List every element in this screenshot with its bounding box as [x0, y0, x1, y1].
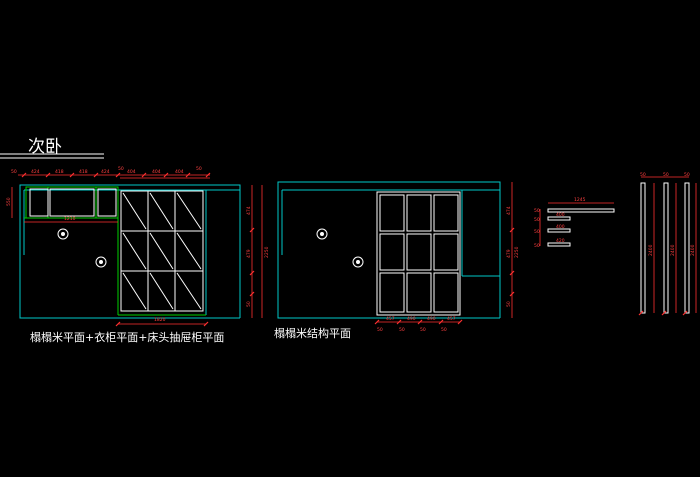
dim-plan-right: 474 — [246, 206, 252, 215]
dim-board-top: 50 — [640, 172, 646, 178]
dim-struct-bottom: 490 — [427, 316, 436, 322]
dim-plan-top-right: 50 — [196, 166, 202, 172]
dim-board-side: 2400 — [648, 244, 654, 256]
dim-plan-top-right: 404 — [127, 169, 136, 175]
dim-parts-left: 50 — [534, 208, 540, 214]
plan-lights — [57, 228, 107, 268]
dim-part: 400 — [556, 212, 565, 218]
dim-board-side: 2400 — [690, 244, 696, 256]
dimension-ticks — [21, 172, 688, 327]
struct-frame — [376, 191, 461, 316]
dim-plan-top: 424 — [101, 169, 110, 175]
dim-part: 400 — [556, 224, 565, 230]
room-title: 次卧 — [28, 137, 62, 157]
dim-struct-bottom: 457 — [386, 316, 395, 322]
plan-walls — [19, 184, 241, 319]
dim-struct-right: 50 — [506, 301, 512, 307]
dim-plan-right: 479 — [246, 249, 252, 258]
title-underline — [0, 153, 104, 159]
dim-parts-left: 50 — [534, 229, 540, 235]
dim-plan-top: 50 — [11, 169, 17, 175]
struct-walls — [277, 181, 501, 319]
dim-plan-top: 50 — [118, 166, 124, 172]
dim-parts-left: 50 — [534, 217, 540, 223]
dim-board-top: 50 — [663, 172, 669, 178]
parts-detail — [547, 208, 615, 247]
plan-cabinets — [24, 186, 206, 316]
dim-struct-bottom: 457 — [447, 316, 456, 322]
dim-board-side: 2400 — [670, 244, 676, 256]
structure-caption: 榻榻米结构平面 — [274, 327, 351, 340]
dim-struct-right: 2250 — [514, 246, 520, 258]
dim-struct-bottom-small: 50 — [420, 327, 426, 333]
dim-plan-inner: 1210 — [64, 216, 76, 222]
dimension-lines — [11, 174, 697, 325]
dim-parts-left: 50 — [534, 243, 540, 249]
dim-parts-top: 1245 — [574, 197, 586, 203]
boards — [640, 182, 690, 314]
dim-part: 420 — [556, 238, 565, 244]
dim-struct-right: 479 — [506, 249, 512, 258]
plan-caption: 榻榻米平面+衣柜平面+床头抽屉柜平面 — [30, 331, 225, 344]
dim-plan-bottom: 1820 — [154, 317, 166, 323]
plan-tatami-grid — [29, 188, 204, 312]
dim-plan-top: 424 — [31, 169, 40, 175]
struct-lights — [316, 228, 364, 268]
dim-struct-right: 474 — [506, 206, 512, 215]
dim-struct-bottom-small: 50 — [399, 327, 405, 333]
dim-plan-right: 50 — [246, 301, 252, 307]
dim-board-top: 50 — [684, 172, 690, 178]
dim-plan-left: 550 — [6, 197, 12, 206]
dim-plan-top: 418 — [55, 169, 64, 175]
dim-struct-bottom-small: 50 — [377, 327, 383, 333]
dim-plan-top: 418 — [79, 169, 88, 175]
dim-struct-bottom-small: 50 — [441, 327, 447, 333]
dim-struct-bottom: 490 — [407, 316, 416, 322]
dim-plan-top-right: 404 — [152, 169, 161, 175]
dim-plan-top-right: 404 — [175, 169, 184, 175]
dim-plan-right: 2250 — [264, 246, 270, 258]
